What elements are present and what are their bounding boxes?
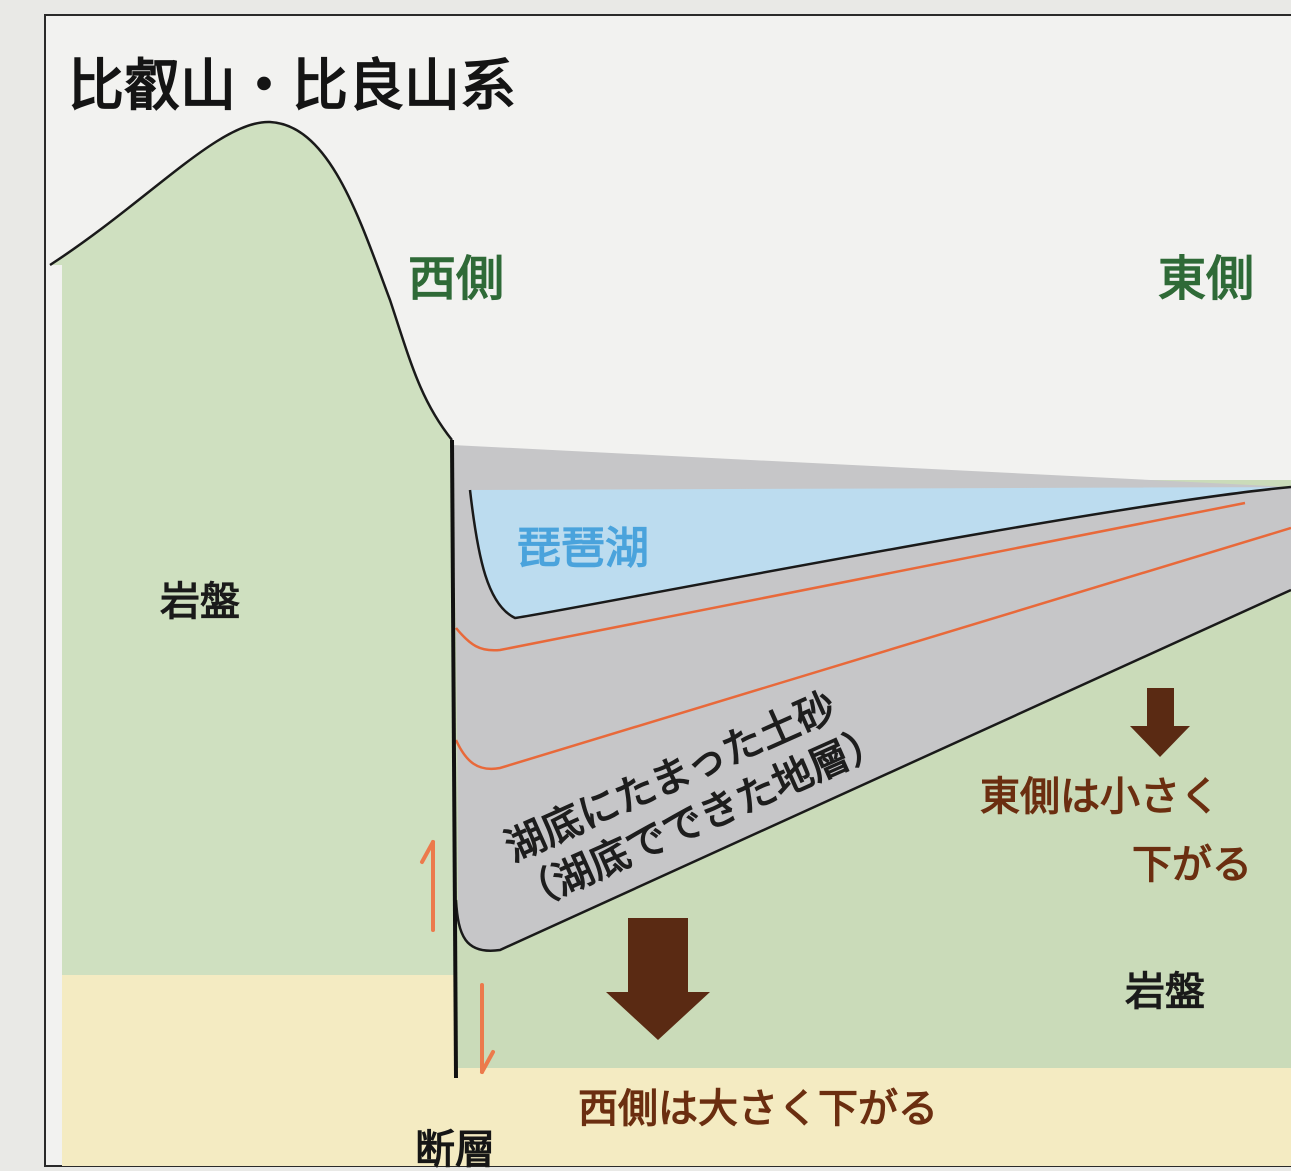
fault-label: 断層 (415, 1127, 495, 1171)
big-down-arrow-icon (606, 918, 710, 1040)
diagram-title: 比叡山・比良山系 (68, 54, 516, 119)
east-side-label: 東側 (1158, 251, 1254, 307)
down-arrow-icon (480, 983, 495, 1074)
east-subsides-label: 東側は小さく (980, 774, 1220, 820)
bedrock-right-label: 岩盤 (1125, 969, 1205, 1015)
mountain-ridge-line (49, 120, 453, 441)
lake-floor-line (468, 485, 1291, 620)
mountain-block (50, 121, 455, 975)
east-subsides-label-2: 下がる (1132, 842, 1252, 888)
lake-water (470, 487, 1291, 618)
strata-line-upper (455, 501, 1246, 652)
sediment-bottom-line (454, 588, 1291, 953)
fault-line (450, 439, 458, 1079)
west-subsides-label: 西側は大さく下がる (578, 1086, 938, 1132)
up-arrow-icon (420, 840, 435, 932)
strata-line-lower (454, 526, 1291, 771)
bedrock-left-label: 岩盤 (160, 579, 240, 625)
sand-band-left (62, 975, 455, 1166)
lake-label: 琵琶湖 (517, 523, 649, 574)
small-down-arrow-icon (1130, 688, 1190, 757)
sand-band-right (455, 1068, 1291, 1166)
west-side-label: 西側 (408, 251, 504, 307)
